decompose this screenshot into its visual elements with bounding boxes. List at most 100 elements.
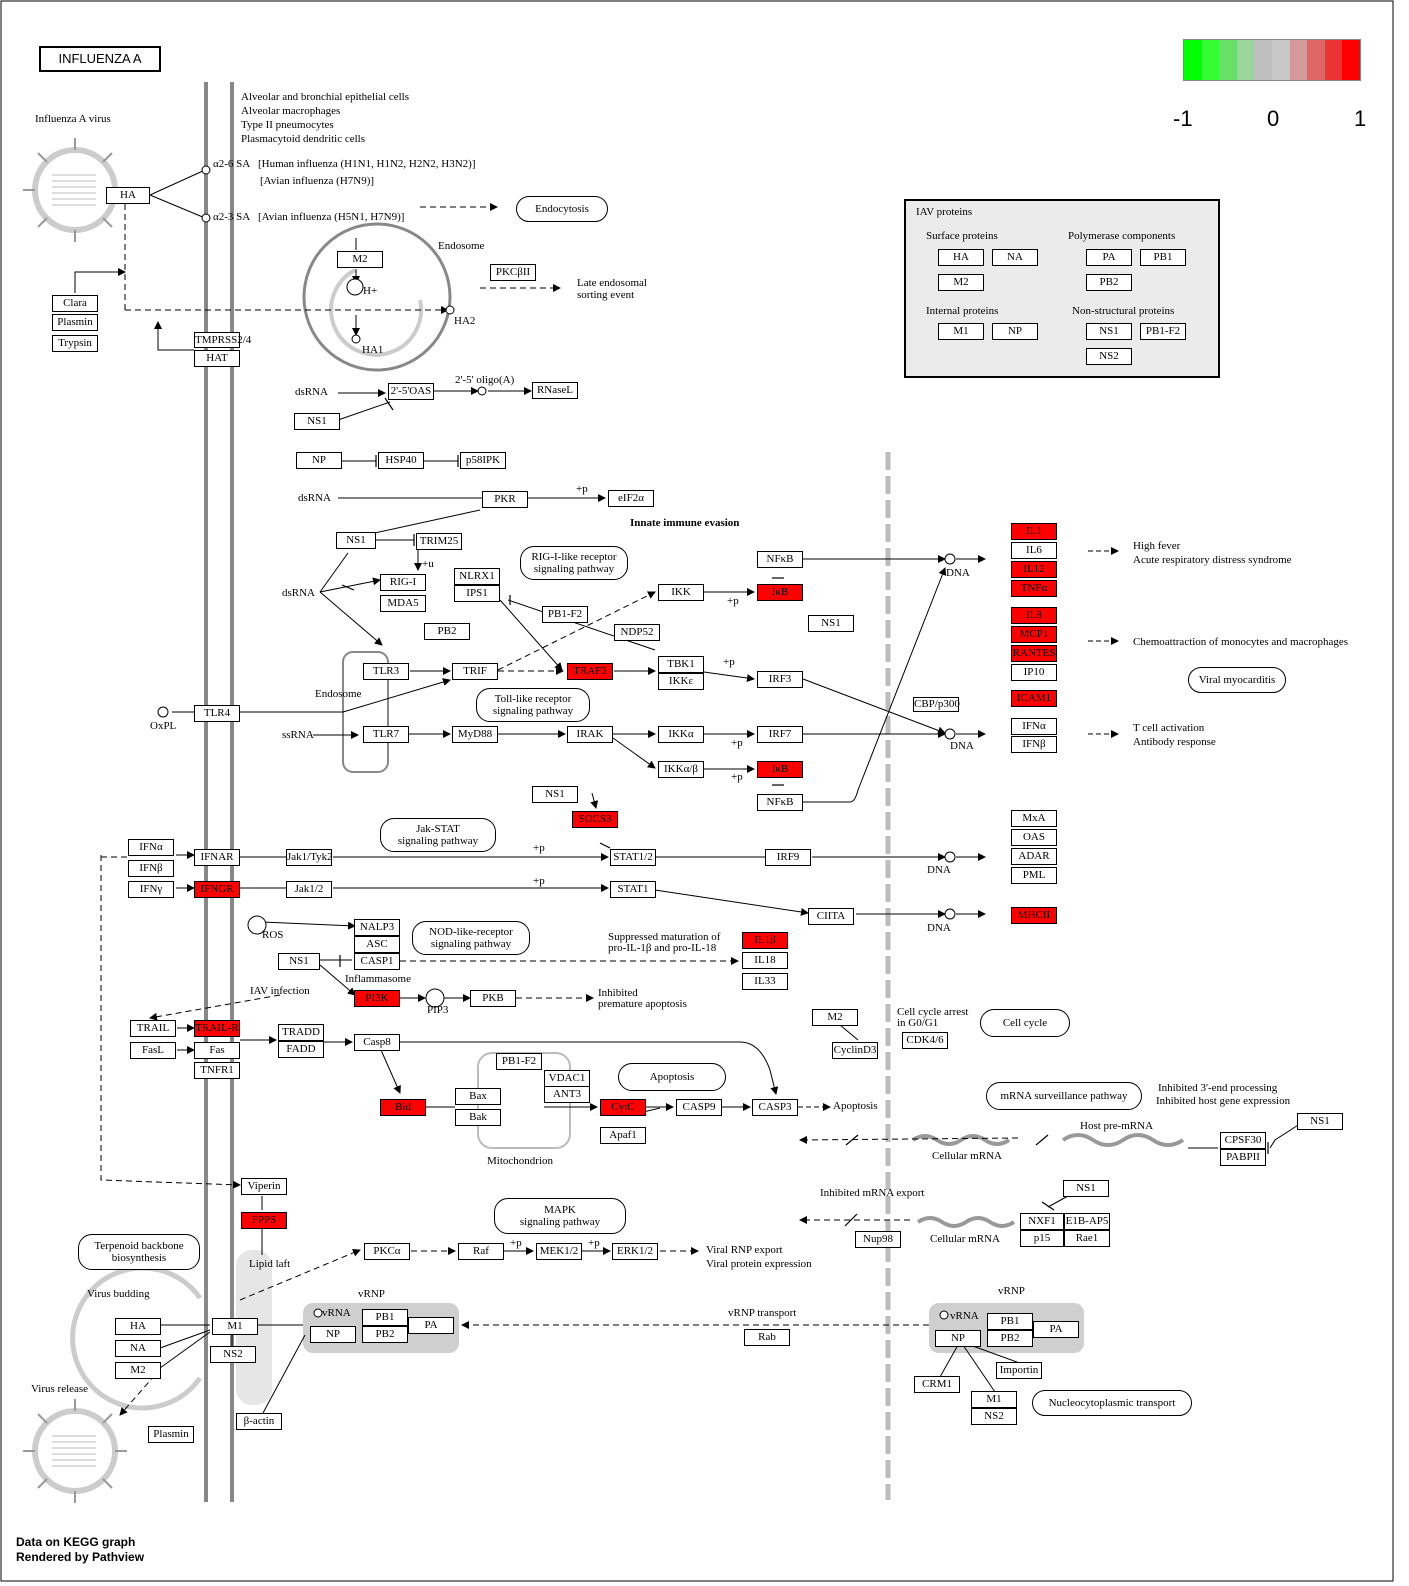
gene-node-trif[interactable]: TRIF bbox=[452, 663, 498, 680]
gene-node-ikbb[interactable]: IκB bbox=[757, 761, 803, 778]
gene-node-fadd[interactable]: FADD bbox=[278, 1041, 324, 1058]
gene-node-iav_m2[interactable]: M2 bbox=[938, 274, 984, 291]
gene-node-ifnb_out[interactable]: IFNβ bbox=[1011, 736, 1057, 753]
gene-node-npc[interactable]: NP bbox=[935, 1330, 981, 1347]
gene-node-cpsf30[interactable]: CPSF30 bbox=[1220, 1132, 1266, 1149]
gene-node-jak1tyk2[interactable]: Jak1/Tyk2 bbox=[286, 849, 333, 866]
gene-node-ip10[interactable]: IP10 bbox=[1011, 664, 1057, 681]
gene-node-irf9[interactable]: IRF9 bbox=[765, 849, 811, 866]
gene-node-pab[interactable]: PA bbox=[1033, 1321, 1079, 1338]
gene-node-iav_ns2[interactable]: NS2 bbox=[1086, 348, 1132, 365]
gene-node-casp9[interactable]: CASP9 bbox=[676, 1099, 722, 1116]
gene-node-mxa[interactable]: MxA bbox=[1011, 810, 1057, 827]
gene-node-pb1b[interactable]: PB1 bbox=[987, 1313, 1033, 1330]
gene-node-traf3[interactable]: TRAF3 bbox=[567, 663, 613, 680]
gene-node-ns1b[interactable]: NS1 bbox=[336, 532, 376, 549]
gene-node-iav_ns1[interactable]: NS1 bbox=[1086, 323, 1132, 340]
gene-node-jak12[interactable]: Jak1/2 bbox=[286, 881, 332, 898]
gene-node-tlr7[interactable]: TLR7 bbox=[363, 726, 409, 743]
gene-node-irf3[interactable]: IRF3 bbox=[757, 671, 803, 688]
gene-node-iav_ha[interactable]: HA bbox=[938, 249, 984, 266]
gene-node-pkcbii[interactable]: PKCβII bbox=[490, 264, 536, 281]
gene-node-il1b[interactable]: IL1β bbox=[742, 932, 788, 949]
gene-node-ifngr[interactable]: IFNGR bbox=[194, 881, 240, 898]
gene-node-cbp[interactable]: CBP/p300 bbox=[913, 697, 960, 712]
gene-node-fasl[interactable]: FasL bbox=[130, 1042, 176, 1059]
gene-node-il8[interactable]: IL8 bbox=[1011, 607, 1057, 624]
gene-node-pkr[interactable]: PKR bbox=[482, 491, 528, 508]
gene-node-bax[interactable]: Bax bbox=[455, 1088, 501, 1105]
gene-node-nlrx1[interactable]: NLRX1 bbox=[454, 568, 500, 585]
gene-node-irak[interactable]: IRAK bbox=[567, 726, 613, 743]
gene-node-ns1g[interactable]: NS1 bbox=[1063, 1180, 1109, 1197]
gene-node-ifng[interactable]: IFNγ bbox=[128, 881, 174, 898]
gene-node-irf7[interactable]: IRF7 bbox=[757, 726, 803, 743]
gene-node-ifna_in[interactable]: IFNα bbox=[128, 839, 174, 856]
gene-node-ns1c[interactable]: NS1 bbox=[808, 615, 854, 632]
gene-node-casp8[interactable]: Casp8 bbox=[354, 1034, 400, 1051]
gene-node-m2b[interactable]: M2 bbox=[812, 1009, 858, 1026]
gene-node-trypsin[interactable]: Trypsin bbox=[52, 335, 98, 352]
gene-node-tnfr1[interactable]: TNFR1 bbox=[194, 1062, 240, 1079]
gene-node-ant3[interactable]: ANT3 bbox=[544, 1086, 590, 1103]
gene-node-viperin[interactable]: Viperin bbox=[241, 1178, 287, 1195]
gene-node-tlr3[interactable]: TLR3 bbox=[363, 663, 409, 680]
gene-node-casp3[interactable]: CASP3 bbox=[752, 1099, 798, 1116]
pathway-link-mapk[interactable]: MAPK signaling pathway bbox=[494, 1198, 626, 1234]
gene-node-iav_na[interactable]: NA bbox=[992, 249, 1038, 266]
gene-node-pb1f2a[interactable]: PB1-F2 bbox=[542, 606, 588, 623]
gene-node-nfkba[interactable]: NFκB bbox=[757, 551, 803, 568]
gene-node-ns1a[interactable]: NS1 bbox=[294, 413, 340, 430]
gene-node-casp1[interactable]: CASP1 bbox=[354, 953, 400, 970]
gene-node-ns1f[interactable]: NS1 bbox=[1297, 1113, 1343, 1130]
gene-node-ips1[interactable]: IPS1 bbox=[454, 585, 500, 602]
gene-node-paa[interactable]: PA bbox=[408, 1317, 454, 1334]
gene-node-mda5[interactable]: MDA5 bbox=[380, 595, 426, 612]
pathway-link-nod[interactable]: NOD-like-receptor signaling pathway bbox=[412, 921, 530, 955]
gene-node-pb1f2b[interactable]: PB1-F2 bbox=[496, 1053, 542, 1070]
pathway-link-riglike[interactable]: RIG-I-like receptor signaling pathway bbox=[520, 546, 628, 580]
gene-node-rnasel[interactable]: RNaseL bbox=[532, 382, 578, 399]
gene-node-ifna_out[interactable]: IFNα bbox=[1011, 718, 1057, 735]
gene-node-ciita[interactable]: CIITA bbox=[808, 908, 854, 925]
gene-node-il1[interactable]: IL1 bbox=[1011, 523, 1057, 540]
gene-node-fas[interactable]: Fas bbox=[194, 1042, 240, 1059]
gene-node-rantes[interactable]: RANTES bbox=[1011, 645, 1057, 662]
gene-node-p15[interactable]: p15 bbox=[1020, 1230, 1064, 1247]
gene-node-plasmin2[interactable]: Plasmin bbox=[148, 1426, 194, 1443]
gene-node-stat1[interactable]: STAT1 bbox=[610, 881, 656, 898]
gene-node-tlr4[interactable]: TLR4 bbox=[194, 705, 240, 722]
gene-node-pb1a[interactable]: PB1 bbox=[362, 1309, 408, 1326]
gene-node-bid[interactable]: Bid bbox=[380, 1099, 426, 1116]
gene-node-iav_m1[interactable]: M1 bbox=[938, 323, 984, 340]
gene-node-ns2b[interactable]: NS2 bbox=[971, 1408, 1017, 1425]
gene-node-m2a[interactable]: M2 bbox=[337, 251, 383, 268]
gene-node-hab[interactable]: HA bbox=[115, 1318, 161, 1335]
gene-node-cdk46[interactable]: CDK4/6 bbox=[902, 1032, 948, 1049]
gene-node-ns1d[interactable]: NS1 bbox=[532, 786, 578, 803]
gene-node-eif2a[interactable]: eIF2α bbox=[608, 490, 654, 507]
pathway-link-tolllike[interactable]: Toll-like receptor signaling pathway bbox=[476, 688, 590, 722]
gene-node-tbk1[interactable]: TBK1 bbox=[658, 656, 704, 673]
pathway-link-nucleo[interactable]: Nucleocytoplasmic transport bbox=[1032, 1390, 1192, 1416]
gene-node-il12[interactable]: IL12 bbox=[1011, 561, 1057, 578]
gene-node-nalp3[interactable]: NALP3 bbox=[354, 919, 400, 936]
gene-node-e1bap5[interactable]: E1B-AP5 bbox=[1064, 1213, 1110, 1230]
gene-node-bak[interactable]: Bak bbox=[455, 1109, 501, 1126]
gene-node-npa[interactable]: NP bbox=[296, 452, 342, 469]
gene-node-tmprss2[interactable]: TMPRSS2/4 bbox=[194, 332, 252, 348]
gene-node-apaf1[interactable]: Apaf1 bbox=[600, 1127, 646, 1144]
gene-node-hat[interactable]: HAT bbox=[194, 350, 240, 367]
gene-node-ha[interactable]: HA bbox=[106, 187, 150, 204]
gene-node-m1b[interactable]: M1 bbox=[971, 1391, 1017, 1408]
gene-node-importin[interactable]: Importin bbox=[996, 1362, 1042, 1379]
pathway-link-cellcycle[interactable]: Cell cycle bbox=[980, 1009, 1070, 1037]
gene-node-iav_pb2[interactable]: PB2 bbox=[1086, 274, 1132, 291]
gene-node-bactin[interactable]: β-actin bbox=[236, 1413, 282, 1430]
gene-node-il18[interactable]: IL18 bbox=[742, 952, 788, 969]
gene-node-ns2a[interactable]: NS2 bbox=[210, 1346, 256, 1363]
gene-node-stat12[interactable]: STAT1/2 bbox=[610, 849, 656, 866]
gene-node-oas2[interactable]: OAS bbox=[1011, 829, 1057, 846]
gene-node-nup98[interactable]: Nup98 bbox=[855, 1231, 901, 1248]
gene-node-raf[interactable]: Raf bbox=[458, 1243, 504, 1260]
